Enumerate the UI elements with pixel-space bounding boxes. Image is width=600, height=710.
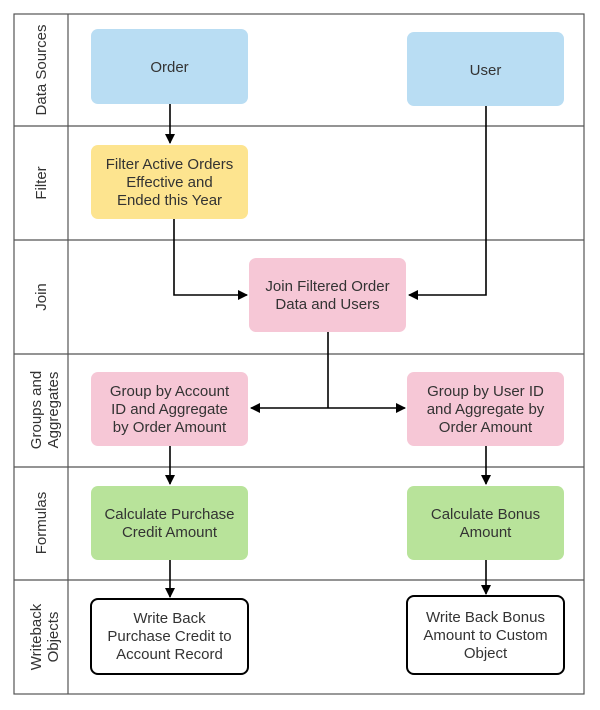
node-text-line: Filter Active Orders [106, 156, 234, 173]
lane-label-join: Join [33, 283, 50, 311]
lane-label-writeback-objects: WritebackObjects [28, 603, 62, 670]
node-user: User [407, 32, 564, 106]
node-text-line: Join Filtered Order [265, 278, 389, 295]
node-text-line: by Order Amount [113, 419, 227, 436]
node-text-line: Calculate Purchase [104, 506, 234, 523]
node-text-line: Order Amount [439, 419, 533, 436]
node-text-line: ID and Aggregate [111, 401, 228, 418]
lane-label-writeback-objects-text: Writeback [28, 603, 45, 670]
lane-label-groups-aggregates: Groups andAggregates [28, 371, 62, 449]
lane-label-formulas: Formulas [33, 492, 50, 555]
connectors [165, 104, 491, 598]
node-user-text: User [470, 62, 502, 79]
arrow-user-to-join [408, 106, 487, 300]
node-text-line: Purchase Credit to [107, 628, 231, 645]
node-text-line: Calculate Bonus [431, 506, 540, 523]
node-text-line: Amount [460, 524, 513, 541]
node-text-line: Write Back Bonus [426, 609, 545, 626]
node-text-line: Ended this Year [117, 192, 222, 209]
lane-label-data-sources: Data Sources [33, 25, 50, 116]
lane-label-filter: Filter [33, 166, 50, 199]
node-text-line: Account Record [116, 646, 223, 663]
node-text-line: Object [464, 645, 508, 662]
node-order-text: Order [150, 59, 188, 76]
lane-label-line: Objects [45, 612, 62, 663]
node-text-line: Data and Users [275, 296, 379, 313]
node-text-line: and Aggregate by [427, 401, 545, 418]
node-text-line: Effective and [126, 174, 212, 191]
node-text-line: Write Back [133, 610, 206, 627]
node-text-line: Credit Amount [122, 524, 218, 541]
lane-label-groups-aggregates-text: Groups and [28, 371, 45, 449]
swimlane-frame [13, 13, 585, 695]
arrow-filter-to-join [173, 219, 248, 300]
node-text-line: Group by Account [110, 383, 230, 400]
node-text-line: Group by User ID [427, 383, 544, 400]
node-text-line: Amount to Custom [423, 627, 547, 644]
node-order: Order [91, 29, 248, 104]
lane-label-line: Aggregates [45, 372, 62, 449]
